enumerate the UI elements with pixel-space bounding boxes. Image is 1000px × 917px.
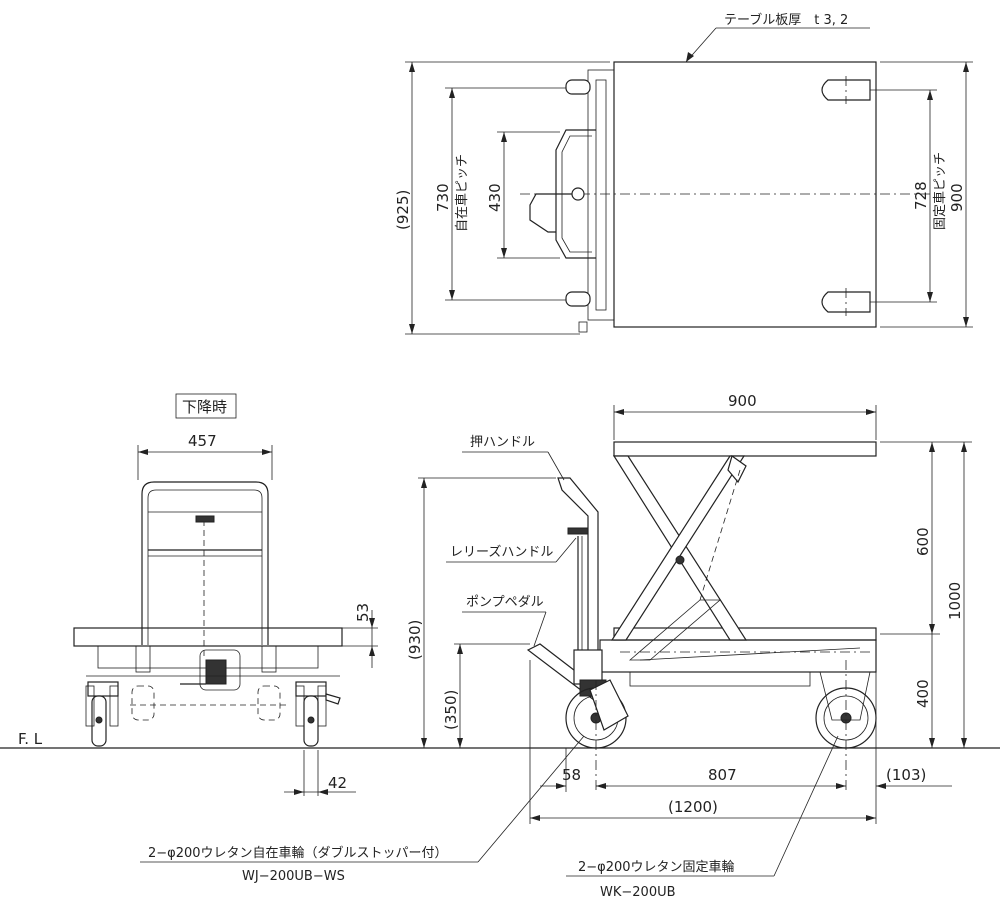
release-handle-top	[529, 193, 576, 233]
caster-front-right	[295, 681, 341, 747]
pump-body	[199, 649, 241, 691]
front-view: 下降時 457	[73, 393, 378, 796]
dim-58-text: 58	[562, 766, 581, 784]
caster-model: WJ−200UB−WS	[242, 869, 345, 884]
table-thickness-label: テーブル板厚 t 3, 2	[724, 12, 848, 28]
dim-42-text: 42	[328, 774, 347, 792]
caster-wheel-side	[565, 679, 629, 749]
fixed-model: WK−200UB	[600, 885, 676, 900]
push-handle-front	[141, 481, 269, 645]
side-view: 900 600 400 1000 (930) (350)	[406, 392, 972, 824]
dim-400-text: 400	[914, 679, 932, 708]
scissor-arms	[610, 455, 748, 661]
fixed-pitch-label: 固定車ピッチ	[933, 152, 948, 230]
state-label-box	[175, 393, 237, 419]
pump-pedal-label: ポンプペダル	[466, 595, 544, 610]
fixed-desc: 2−φ200ウレタン固定車輪	[578, 859, 735, 875]
release-handle-label: レリーズハンドル	[450, 544, 553, 560]
push-handle-label: 押ハンドル	[470, 435, 535, 450]
dim-350-text: (350)	[442, 690, 460, 730]
push-handle-top	[555, 129, 596, 259]
dim-930-text: (930)	[406, 620, 424, 660]
dim-103-text: (103)	[886, 766, 926, 784]
base-frame-side	[599, 639, 877, 673]
dim-53-text: 53	[354, 603, 372, 622]
dim-728-text: 728	[912, 181, 930, 210]
dim-1000-text: 1000	[946, 582, 964, 620]
table-plate-front	[73, 627, 343, 647]
caster-desc: 2−φ200ウレタン自在車輪（ダブルストッパー付）	[148, 845, 448, 861]
table-plate-side	[613, 441, 877, 457]
dim-900-top-text: 900	[728, 392, 757, 410]
dim-457-text: 457	[188, 432, 217, 450]
floor-label: F. L	[18, 730, 43, 748]
dim-1200-text: (1200)	[668, 798, 718, 816]
dim-430-text: 430	[486, 183, 504, 212]
frame-front	[587, 69, 615, 321]
caster-top-upper	[565, 79, 591, 95]
dim-900-right-text: 900	[948, 183, 966, 212]
dim-807-text: 807	[708, 766, 737, 784]
dim-600-text: 600	[914, 527, 932, 556]
top-view: (925) 730 自在車ピッチ 430 728 固定車ピッチ 900	[394, 12, 973, 335]
wheel-notes: 2−φ200ウレタン自在車輪（ダブルストッパー付） WJ−200UB−WS 2−…	[140, 735, 839, 900]
caster-pitch-label: 自在車ピッチ	[455, 154, 470, 232]
table-plate-top	[613, 61, 877, 328]
dim-730-text: 730	[434, 183, 452, 212]
dim-925-text: (925)	[394, 190, 412, 230]
caster-top-lower	[565, 291, 591, 307]
caster-front-left	[85, 681, 119, 747]
state-label: 下降時	[182, 398, 227, 416]
